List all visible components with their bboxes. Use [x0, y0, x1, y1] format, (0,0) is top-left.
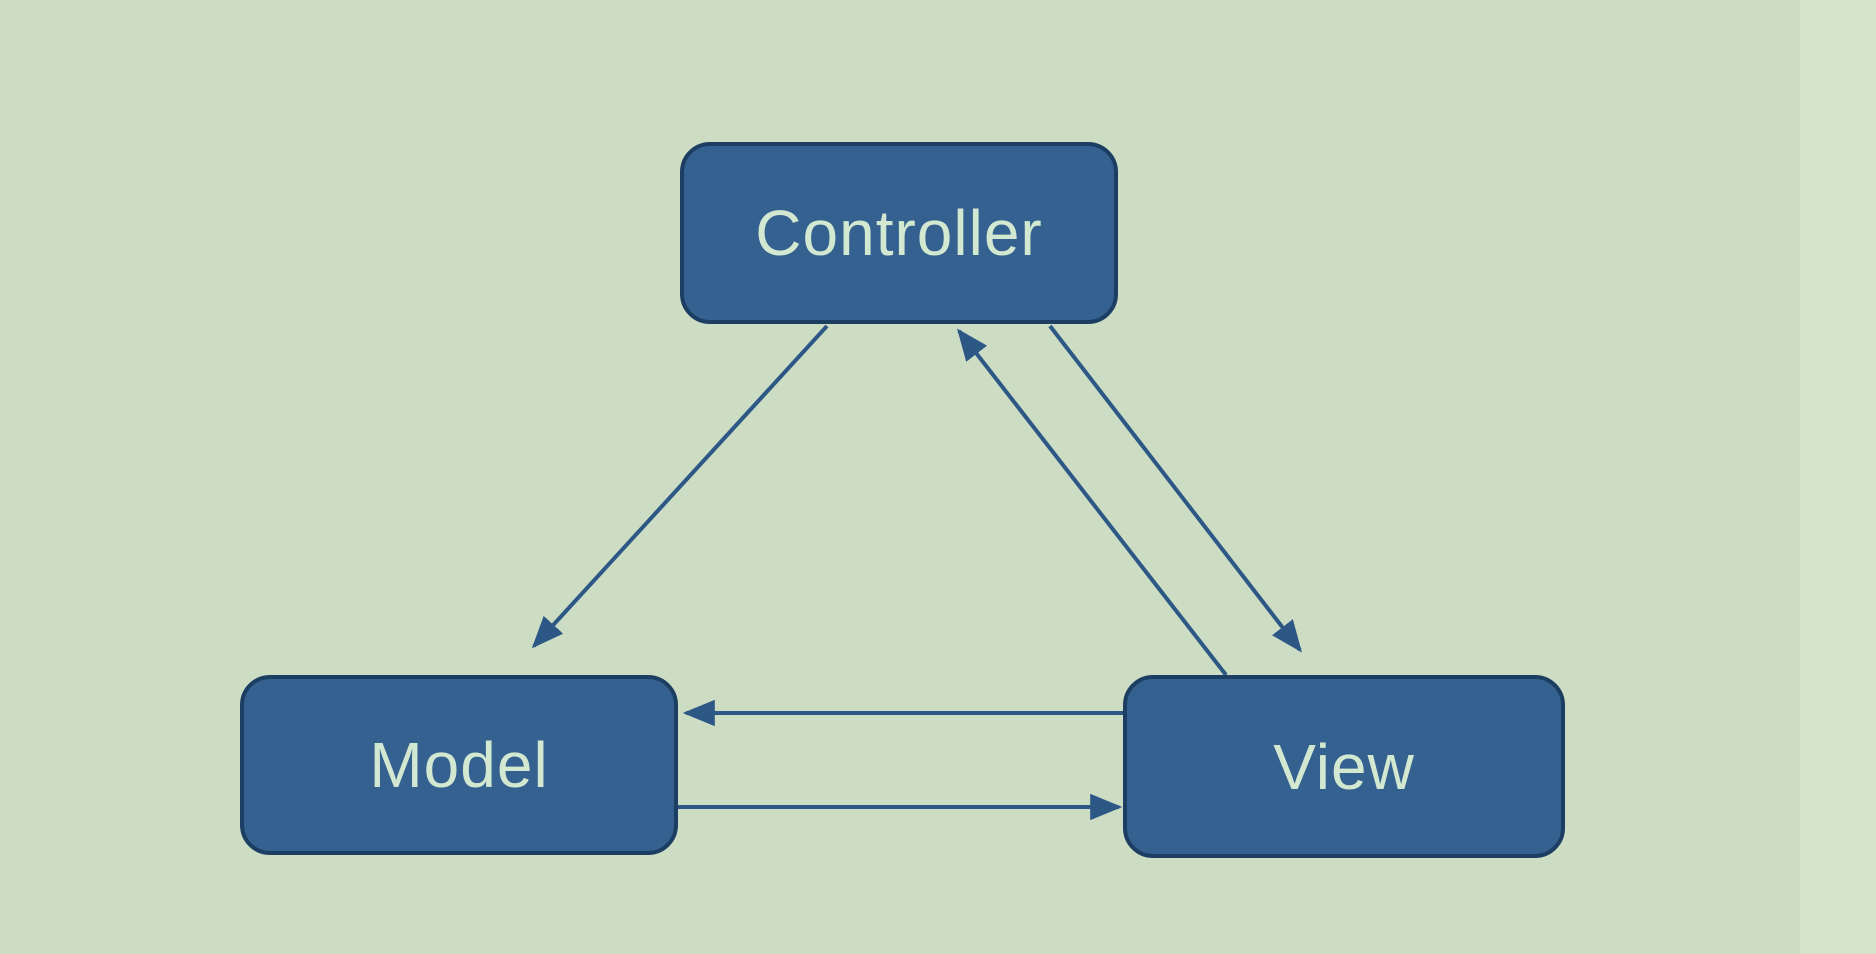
node-model-label: Model: [369, 729, 549, 801]
node-view-label: View: [1273, 730, 1415, 803]
node-model: Model: [240, 675, 678, 855]
background-light-band: [1800, 0, 1876, 954]
node-controller: Controller: [680, 142, 1118, 324]
node-controller-label: Controller: [755, 197, 1043, 269]
arrow-controller-to-view: [1048, 324, 1302, 653]
node-view: View: [1123, 675, 1565, 858]
arrow-view-to-controller: [957, 328, 1228, 677]
arrow-controller-to-model: [531, 324, 829, 649]
